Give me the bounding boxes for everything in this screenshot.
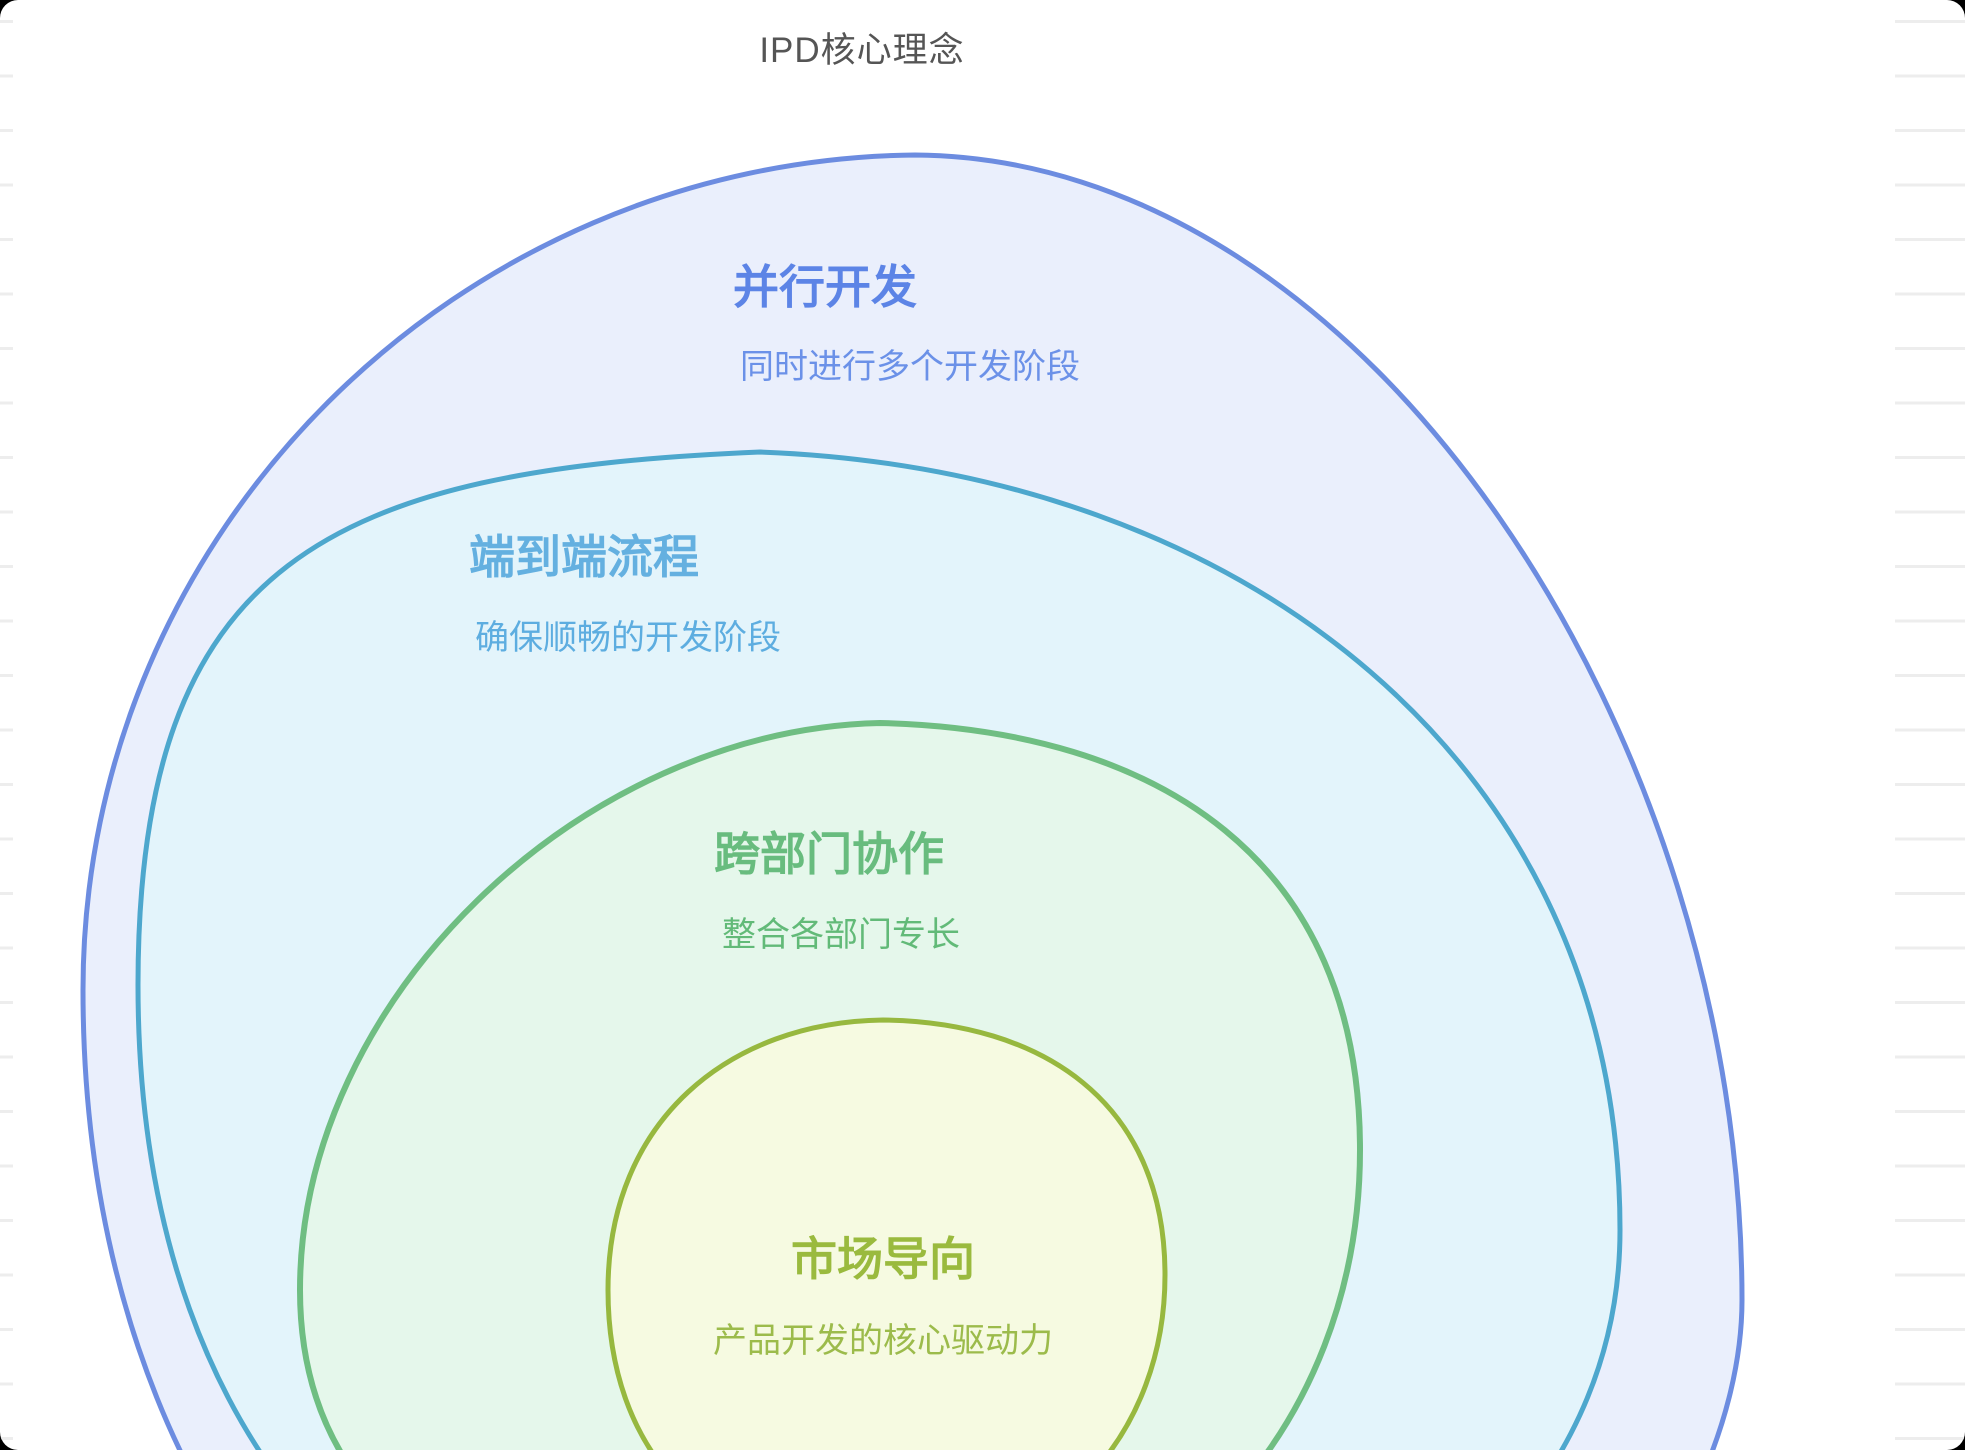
layer-label-market-orientation: 市场导向 bbox=[791, 1233, 975, 1285]
layer-label-cross-department-collaboration: 跨部门协作 bbox=[714, 828, 944, 880]
layer-desc-cross-department-collaboration: 整合各部门专长 bbox=[722, 916, 960, 954]
layer-label-parallel-development: 并行开发 bbox=[733, 261, 917, 313]
paper-ruling-left bbox=[0, 0, 13, 1450]
diagram-title: IPD核心理念 bbox=[759, 31, 965, 70]
layer-label-end-to-end-process: 端到端流程 bbox=[469, 531, 699, 583]
paper-ruling-right bbox=[1895, 0, 1965, 1450]
layer-desc-market-orientation: 产品开发的核心驱动力 bbox=[713, 1322, 1053, 1360]
layer-desc-parallel-development: 同时进行多个开发阶段 bbox=[740, 348, 1080, 386]
layer-shape-market-orientation bbox=[605, 1017, 1168, 1450]
layer-desc-end-to-end-process: 确保顺畅的开发阶段 bbox=[475, 619, 781, 657]
